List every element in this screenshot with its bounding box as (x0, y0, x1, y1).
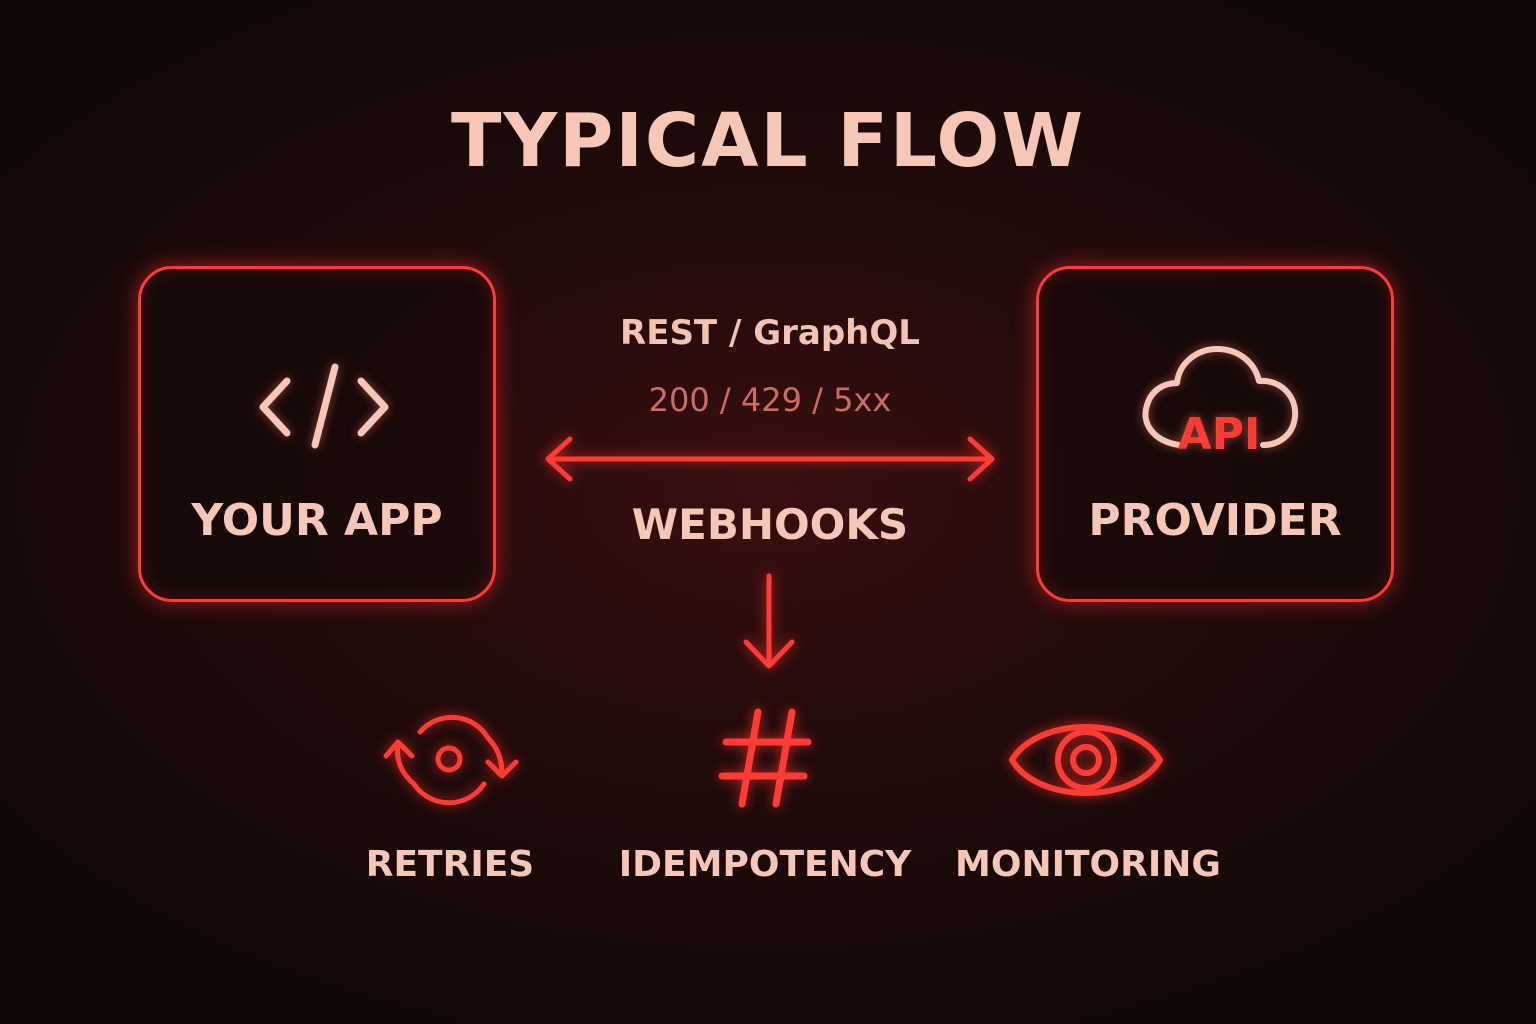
monitoring-label: MONITORING (955, 844, 1221, 885)
down-arrow (743, 573, 795, 669)
bidirectional-arrow (545, 436, 995, 482)
eye-icon (1009, 724, 1163, 796)
provider-node: API PROVIDER (1036, 266, 1394, 602)
cloud-api-icon: API (1142, 346, 1299, 460)
protocol-label: REST / GraphQL (620, 313, 920, 353)
code-icon (259, 363, 389, 449)
api-icon-text: API (1178, 409, 1261, 460)
page-title: TYPICAL FLOW (451, 98, 1085, 184)
retries-label: RETRIES (365, 844, 535, 885)
your-app-label: YOUR APP (191, 495, 443, 546)
hash-icon (718, 708, 812, 808)
status-codes-label: 200 / 429 / 5xx (648, 381, 892, 419)
your-app-node: YOUR APP (138, 266, 496, 602)
provider-label: PROVIDER (1088, 495, 1342, 546)
retry-cycle-icon (383, 714, 519, 806)
idempotency-label: IDEMPOTENCY (618, 844, 912, 885)
webhooks-label: WEBHOOKS (631, 500, 909, 549)
